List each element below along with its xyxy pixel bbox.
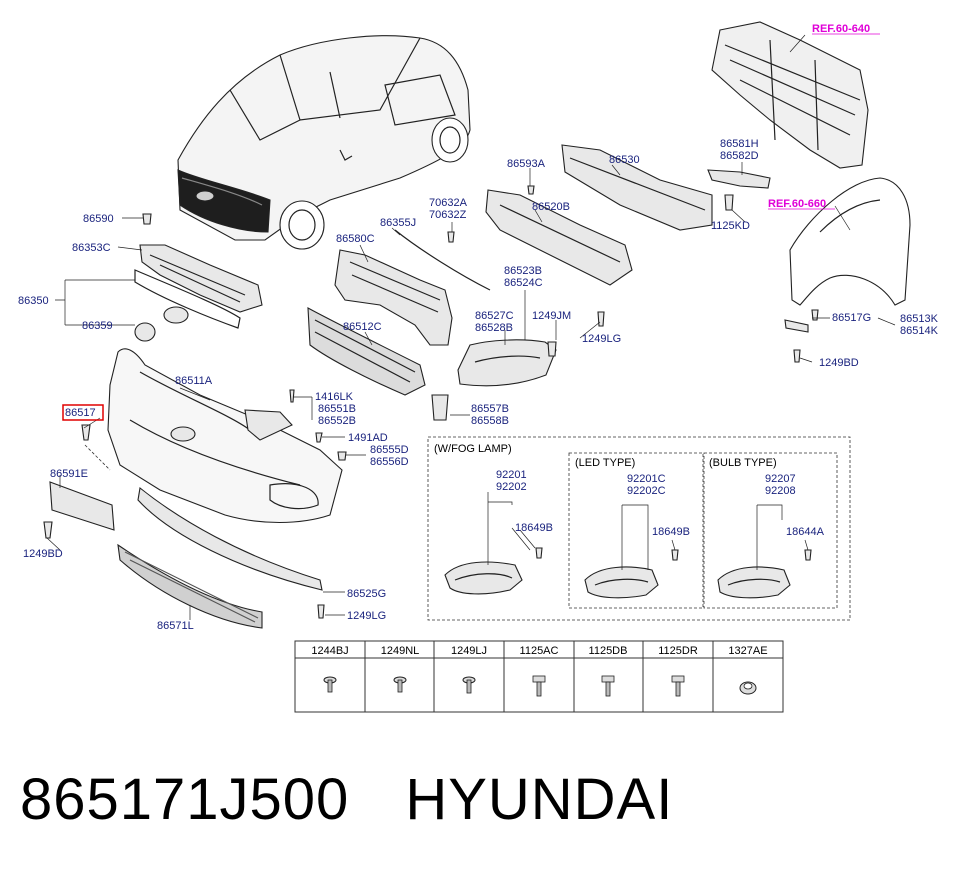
label-86582D: 86582D bbox=[720, 150, 759, 162]
label-92208: 92208 bbox=[765, 485, 796, 497]
label-1249LG-right: 1249LG bbox=[582, 333, 621, 345]
label-86530: 86530 bbox=[609, 154, 640, 166]
label-86551B: 86551B bbox=[318, 403, 356, 415]
label-1249LG-lower: 1249LG bbox=[347, 610, 386, 622]
label-1491AD: 1491AD bbox=[348, 432, 388, 444]
label-86555D: 86555D bbox=[370, 444, 409, 456]
label-86524C: 86524C bbox=[504, 277, 543, 289]
label-86511A: 86511A bbox=[175, 375, 213, 387]
ref-60-640[interactable]: REF.60-640 bbox=[812, 23, 870, 35]
label-86528B: 86528B bbox=[475, 322, 513, 334]
label-86556D: 86556D bbox=[370, 456, 409, 468]
label-86520B: 86520B bbox=[532, 201, 570, 213]
front-bumper-cover bbox=[43, 348, 347, 629]
fastener-code-4: 1125AC bbox=[520, 645, 559, 657]
label-86514K: 86514K bbox=[900, 325, 939, 337]
label-92202C: 92202C bbox=[627, 485, 666, 497]
screw-icon bbox=[462, 676, 476, 694]
label-86512C: 86512C bbox=[343, 321, 382, 333]
label-86513K: 86513K bbox=[900, 313, 939, 325]
bulb-type-title: (BULB TYPE) bbox=[709, 457, 777, 469]
label-86593A: 86593A bbox=[507, 158, 546, 170]
fog-lamp-section bbox=[427, 436, 851, 621]
radiator-grille bbox=[134, 213, 263, 342]
nut-icon bbox=[739, 681, 757, 695]
label-70632A: 70632A bbox=[429, 197, 468, 209]
fastener-code-7: 1327AE bbox=[728, 645, 767, 657]
label-18644A: 18644A bbox=[786, 526, 825, 538]
label-1249JM: 1249JM bbox=[532, 310, 571, 322]
label-92201C: 92201C bbox=[627, 473, 666, 485]
fastener-code-6: 1125DR bbox=[658, 645, 698, 657]
label-86527C: 86527C bbox=[475, 310, 514, 322]
label-86558B: 86558B bbox=[471, 415, 509, 427]
fog-lamp-title: (W/FOG LAMP) bbox=[434, 443, 512, 455]
label-86581H: 86581H bbox=[720, 138, 759, 150]
label-18649B-fog: 18649B bbox=[515, 522, 553, 534]
label-86591E: 86591E bbox=[50, 468, 88, 480]
fastener-code-5: 1125DB bbox=[589, 645, 628, 657]
label-86590: 86590 bbox=[83, 213, 114, 225]
label-1249BD-right: 1249BD bbox=[819, 357, 859, 369]
leader-lines bbox=[46, 34, 896, 620]
fastener-code-2: 1249NL bbox=[381, 645, 420, 657]
label-92207: 92207 bbox=[765, 473, 796, 485]
label-86580C: 86580C bbox=[336, 233, 375, 245]
bolt-icon bbox=[532, 675, 546, 697]
label-1416LK: 1416LK bbox=[315, 391, 354, 403]
ref-60-660[interactable]: REF.60-660 bbox=[768, 198, 826, 210]
label-86557B: 86557B bbox=[471, 403, 509, 415]
label-86571L: 86571L bbox=[157, 620, 194, 632]
bolt-icon bbox=[601, 675, 615, 697]
label-86359: 86359 bbox=[82, 320, 113, 332]
label-1125KD: 1125KD bbox=[711, 220, 750, 232]
label-86523B: 86523B bbox=[504, 265, 542, 277]
part-caption: 865171J500 HYUNDAI bbox=[20, 766, 729, 833]
car-illustration bbox=[177, 35, 471, 250]
fastener-code-3: 1249LJ bbox=[451, 645, 487, 657]
label-86517G: 86517G bbox=[832, 312, 871, 324]
label-86517-highlighted: 86517 bbox=[65, 407, 96, 419]
led-type-title: (LED TYPE) bbox=[575, 457, 635, 469]
label-86525G: 86525G bbox=[347, 588, 386, 600]
screw-icon bbox=[393, 676, 407, 693]
part-number: 865171J500 bbox=[20, 767, 350, 832]
label-70632Z: 70632Z bbox=[429, 209, 467, 221]
label-92202: 92202 bbox=[496, 481, 527, 493]
bumper-absorbers bbox=[307, 144, 713, 421]
brand-name: HYUNDAI bbox=[405, 767, 674, 832]
label-18649B-led: 18649B bbox=[652, 526, 690, 538]
fastener-code-1: 1244BJ bbox=[311, 645, 348, 657]
fastener-table: 1244BJ 1249NL 1249LJ 1125AC 1125DB 1125D… bbox=[294, 640, 784, 713]
label-86350: 86350 bbox=[18, 295, 49, 307]
label-86552B: 86552B bbox=[318, 415, 356, 427]
label-86355J: 86355J bbox=[380, 217, 416, 229]
parts-diagram: 86590 86353C 86350 86359 86517 86591E 12… bbox=[18, 21, 939, 713]
label-86353C: 86353C bbox=[72, 242, 111, 254]
highlight-box bbox=[62, 404, 104, 421]
front-carrier-and-fender bbox=[707, 21, 911, 363]
part-labels: 86590 86353C 86350 86359 86517 86591E 12… bbox=[18, 23, 939, 632]
label-92201: 92201 bbox=[496, 469, 527, 481]
label-1249BD-left: 1249BD bbox=[23, 548, 63, 560]
bolt-icon bbox=[671, 675, 685, 697]
screw-icon bbox=[323, 676, 337, 693]
